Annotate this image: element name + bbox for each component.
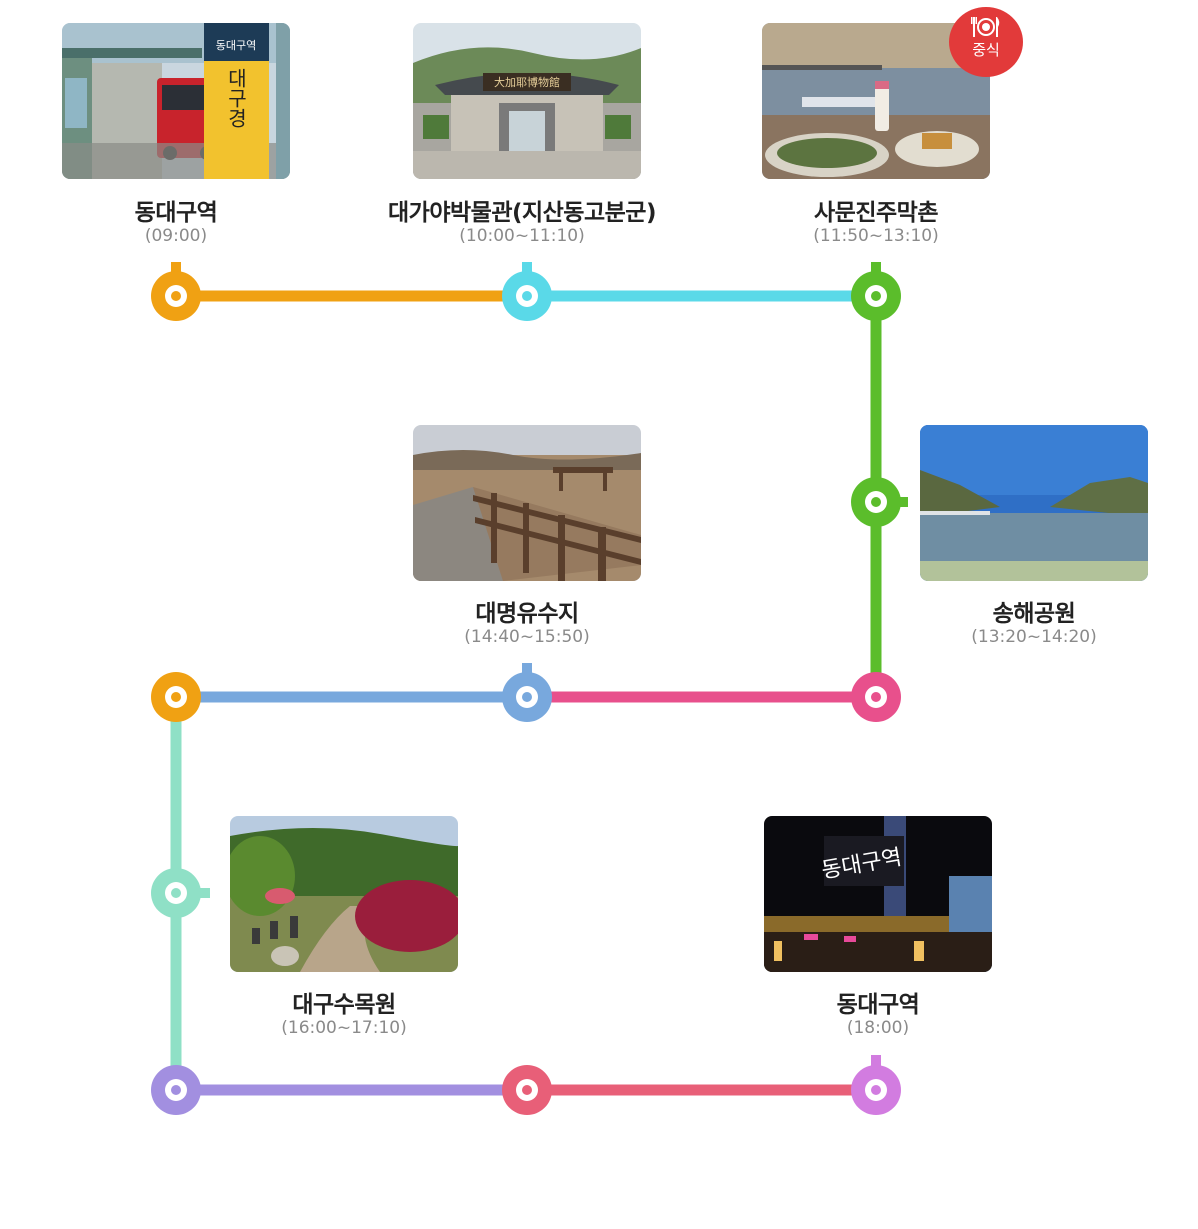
- museum-plaque: 大加耶博物館: [494, 75, 560, 89]
- stop-time: (14:40~15:50): [464, 627, 590, 647]
- node-tick: [522, 663, 532, 677]
- route-node: [151, 672, 201, 722]
- stop-time: (18:00): [846, 1018, 910, 1038]
- node-tick: [896, 497, 908, 507]
- photo-daegaya-museum: 大加耶博物館: [413, 23, 641, 179]
- route-node: [851, 477, 901, 527]
- lunch-badge-label: 중식: [972, 41, 1000, 59]
- utensils-icon: [971, 17, 1000, 37]
- stop-name: 동대구역: [134, 200, 218, 226]
- stop-name: 대구수목원: [292, 992, 396, 1018]
- route-node: [502, 672, 552, 722]
- stop-time: (10:00~11:10): [459, 226, 585, 246]
- node-tick: [522, 262, 532, 276]
- photo-songhae-park: [920, 425, 1148, 581]
- route-node: [851, 271, 901, 321]
- stop-time: (16:00~17:10): [281, 1018, 407, 1038]
- stop-name: 대가야박물관(지산동고분군): [388, 200, 656, 226]
- route-node: [502, 1065, 552, 1115]
- route-node: [851, 672, 901, 722]
- stop-name: 사문진주막촌: [814, 200, 938, 226]
- stop-name: 동대구역: [836, 992, 920, 1018]
- node-tick: [871, 1055, 881, 1069]
- photo-daegu-arboretum: [230, 816, 458, 972]
- route-node: [851, 1065, 901, 1115]
- stop-time: (09:00): [144, 226, 208, 246]
- photo-dongdaegu-station-busstop: 동대구역 대구경: [62, 23, 290, 179]
- stop-name: 대명유수지: [475, 601, 579, 627]
- lunch-badge: 중식: [949, 7, 1023, 77]
- route-node: [502, 271, 552, 321]
- node-tick: [196, 888, 210, 898]
- photo-daemyeong-pond: [413, 425, 641, 581]
- route-node: [151, 271, 201, 321]
- node-tick: [871, 262, 881, 276]
- stop-time: (11:50~13:10): [813, 226, 939, 246]
- stop-time: (13:20~14:20): [971, 627, 1097, 647]
- route-node: [151, 868, 201, 918]
- photo-dongdaegu-station-night: 동대구역: [764, 816, 992, 972]
- station-sign-vertical: 대구경: [224, 68, 248, 128]
- route-node: [151, 1065, 201, 1115]
- photo-samunjin-jumakchon: [762, 23, 990, 179]
- node-tick: [171, 262, 181, 276]
- station-sign-top: 동대구역: [216, 39, 256, 52]
- stop-name: 송해공원: [992, 601, 1076, 627]
